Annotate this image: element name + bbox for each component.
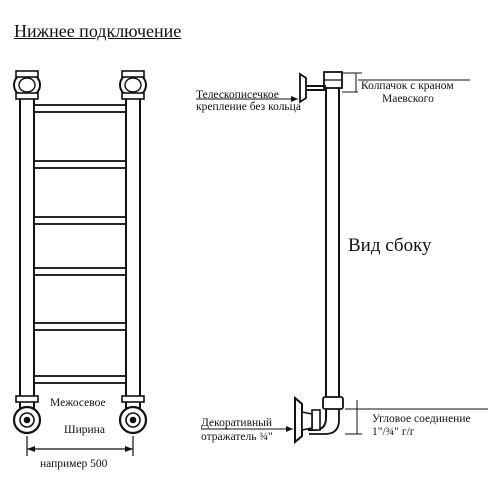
bottom-left-connection bbox=[12, 395, 42, 435]
reflector-callout-line1: Декоративный bbox=[201, 417, 273, 429]
top-right-mount bbox=[119, 70, 147, 100]
telescopic-callout-line2: крепление без кольца bbox=[196, 101, 301, 113]
left-pipe bbox=[19, 75, 35, 409]
side-view bbox=[294, 71, 344, 445]
diagram-title: Нижнее подключение bbox=[14, 21, 182, 41]
angle-callout-line1: Угловое соединение bbox=[372, 413, 471, 425]
right-pipe bbox=[125, 75, 141, 409]
spacing-callout-line1: Межосевое bbox=[50, 397, 106, 409]
spacing-dimension bbox=[26, 436, 134, 456]
angle-callout-line2: 1"/¾" г/г bbox=[372, 426, 415, 438]
front-view bbox=[12, 70, 148, 456]
callout-leaders bbox=[196, 72, 488, 435]
spacing-callout-line2: Ширина bbox=[64, 424, 105, 436]
bottom-right-connection bbox=[118, 395, 148, 435]
cap-callout-line2: Маевского bbox=[382, 93, 434, 105]
spacing-callout-line3: например 500 bbox=[40, 458, 108, 470]
decorative-reflector bbox=[294, 395, 313, 445]
rung bbox=[33, 322, 127, 331]
rung bbox=[33, 160, 127, 169]
angle-connection bbox=[308, 396, 344, 435]
telescopic-callout-line1: Телескописечкое bbox=[196, 89, 279, 101]
top-left-mount bbox=[13, 70, 41, 100]
side-view-label: Вид сбоку bbox=[348, 235, 432, 256]
rung bbox=[33, 267, 127, 276]
side-pipe bbox=[325, 79, 340, 401]
telescopic-mount bbox=[299, 72, 326, 104]
rung bbox=[33, 375, 127, 384]
rung bbox=[33, 104, 127, 113]
rungs bbox=[33, 104, 127, 384]
cap-callout-line1: Колпачок с краном bbox=[361, 80, 454, 92]
reflector-callout-line2: отражатель ¾" bbox=[201, 431, 273, 443]
rung bbox=[33, 216, 127, 225]
